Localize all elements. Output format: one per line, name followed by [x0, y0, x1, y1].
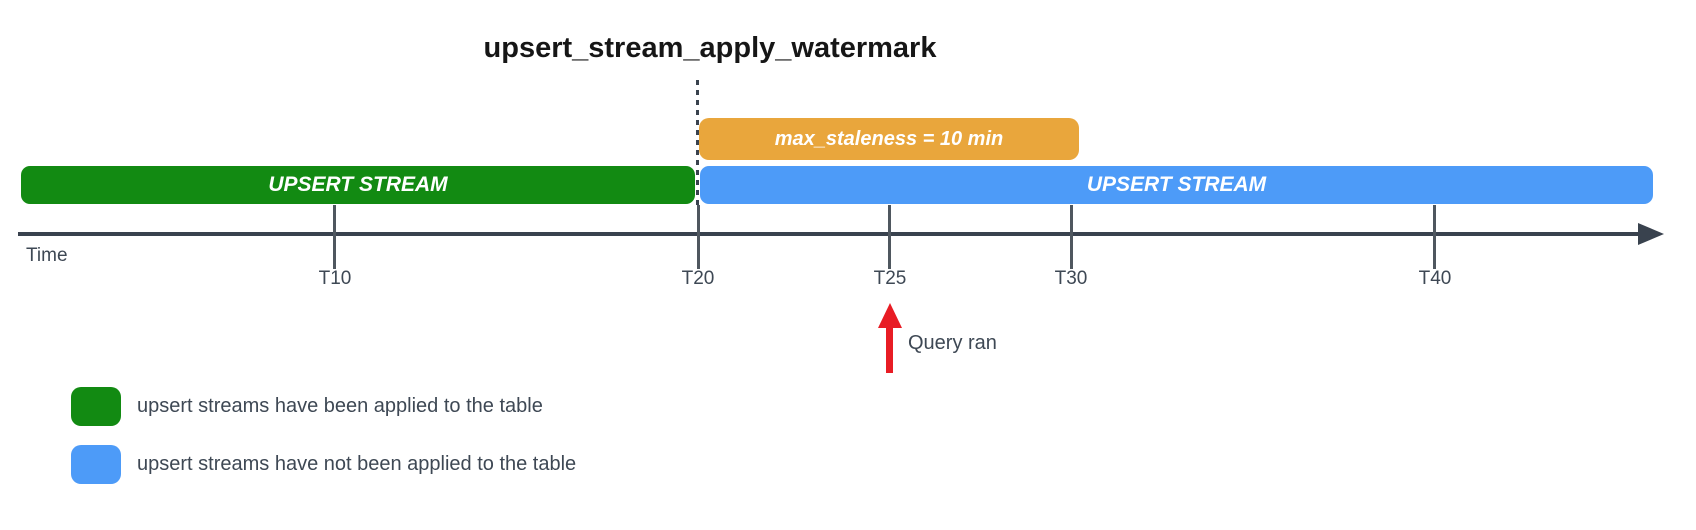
legend-item-not-applied: upsert streams have not been applied to …	[71, 445, 576, 484]
tick-label-t25: T25	[873, 268, 907, 289]
query-ran-arrow-icon	[878, 303, 902, 328]
applied-upsert-stream-bar: UPSERT STREAM	[21, 166, 695, 204]
unapplied-upsert-stream-bar-label: UPSERT STREAM	[1086, 173, 1267, 196]
tick-label-t10: T10	[318, 268, 352, 289]
time-axis-label: Time	[26, 245, 68, 266]
query-ran-arrow-shaft	[886, 325, 893, 373]
tick-t30	[1070, 205, 1073, 269]
diagram-title: upsert_stream_apply_watermark	[483, 32, 937, 64]
tick-label-t30: T30	[1054, 268, 1088, 289]
legend-swatch-applied	[71, 387, 121, 426]
time-axis-line	[18, 232, 1642, 236]
tick-label-t20: T20	[681, 268, 715, 289]
legend-label-applied: upsert streams have been applied to the …	[137, 395, 543, 417]
query-ran-label: Query ran	[908, 332, 997, 354]
tick-t25	[888, 205, 891, 269]
legend-label-not-applied: upsert streams have not been applied to …	[137, 453, 577, 475]
applied-upsert-stream-bar-label: UPSERT STREAM	[268, 173, 448, 196]
legend-item-applied: upsert streams have been applied to the …	[71, 387, 543, 426]
tick-t20	[697, 205, 700, 269]
tick-t40	[1433, 205, 1436, 269]
tick-t10	[333, 205, 336, 269]
legend-swatch-not-applied	[71, 445, 121, 484]
max-staleness-bar-label: max_staleness = 10 min	[774, 127, 1004, 150]
max-staleness-bar: max_staleness = 10 min	[699, 118, 1079, 160]
tick-label-t40: T40	[1418, 268, 1452, 289]
time-axis-arrowhead-icon	[1638, 223, 1664, 245]
unapplied-upsert-stream-bar: UPSERT STREAM	[700, 166, 1653, 204]
watermark-dashed-line	[696, 80, 699, 206]
